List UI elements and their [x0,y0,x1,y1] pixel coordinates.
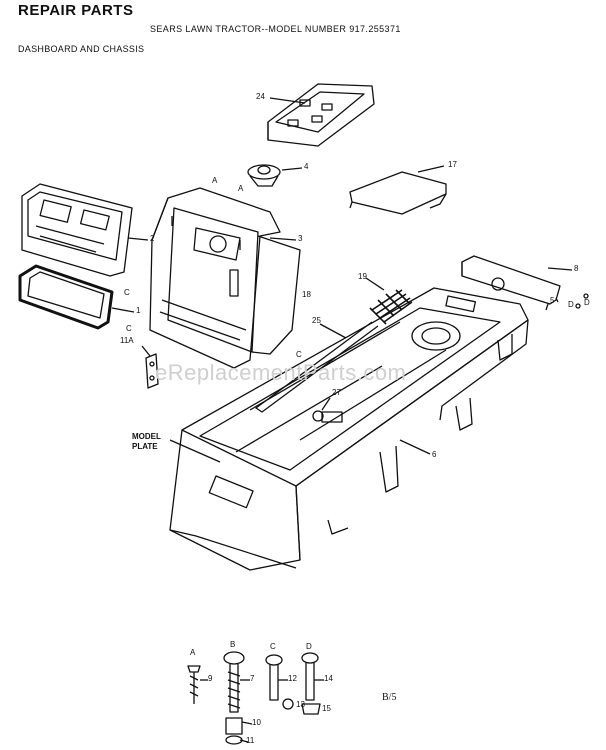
label-27: 27 [332,388,341,397]
hardware-bolt-a [187,665,201,704]
hardware-bolt-b [223,651,245,745]
label-18: 18 [302,290,311,299]
label-d-2: D [584,298,590,307]
label-6: 6 [432,450,437,459]
hardware-label-d: D [306,642,312,651]
page-title: REPAIR PARTS [18,2,134,19]
hardware-label-7: 7 [250,674,255,683]
label-a-1: A [212,176,218,185]
part-6-chassis [169,287,529,571]
hardware-bolt-c [265,654,294,710]
label-c-2: C [126,324,132,333]
label-2: 2 [150,234,155,243]
hardware-label-14: 14 [324,674,333,683]
part-3-dashboard [149,187,301,369]
label-d-1: D [568,300,574,309]
hardware-label-9: 9 [208,674,213,683]
hardware-label-10: 10 [252,718,261,727]
part-19-spring [369,289,413,325]
hardware-label-b: B [230,640,236,649]
label-c-1: C [124,288,130,297]
part-2-instrument-panel [21,183,133,277]
model-subtitle: SEARS LAWN TRACTOR--MODEL NUMBER 917.255… [150,24,401,34]
label-model-plate: MODEL PLATE [132,432,161,451]
label-19: 19 [358,272,367,281]
label-11a: 11A [120,336,134,345]
hardware-label-13: 13 [296,700,305,709]
hardware-label-15: 15 [322,704,331,713]
label-1: 1 [136,306,141,315]
page-reference: B/5 [382,692,397,703]
part-8-bracket [461,255,561,311]
watermark: eReplacementParts.com [155,360,407,385]
label-a-2: A [238,184,244,193]
hardware-label-11: 11 [246,736,255,745]
part-24-panel [267,83,375,147]
hardware-label-c: C [270,642,276,651]
hardware-label-a: A [190,648,196,657]
label-5: 5 [550,296,555,305]
hardware-label-12: 12 [288,674,297,683]
label-c-3: C [296,350,302,359]
section-title: DASHBOARD AND CHASSIS [18,44,145,54]
label-17: 17 [448,160,457,169]
label-8: 8 [574,264,579,273]
hardware-bolt-d [301,652,321,715]
part-11a-clip [145,353,159,389]
part-1-gasket [18,264,114,330]
label-4: 4 [304,162,309,171]
label-24: 24 [256,92,265,101]
part-17-plate [349,171,447,215]
label-25: 25 [312,316,321,325]
label-3: 3 [298,234,303,243]
part-4-cap [247,164,281,187]
